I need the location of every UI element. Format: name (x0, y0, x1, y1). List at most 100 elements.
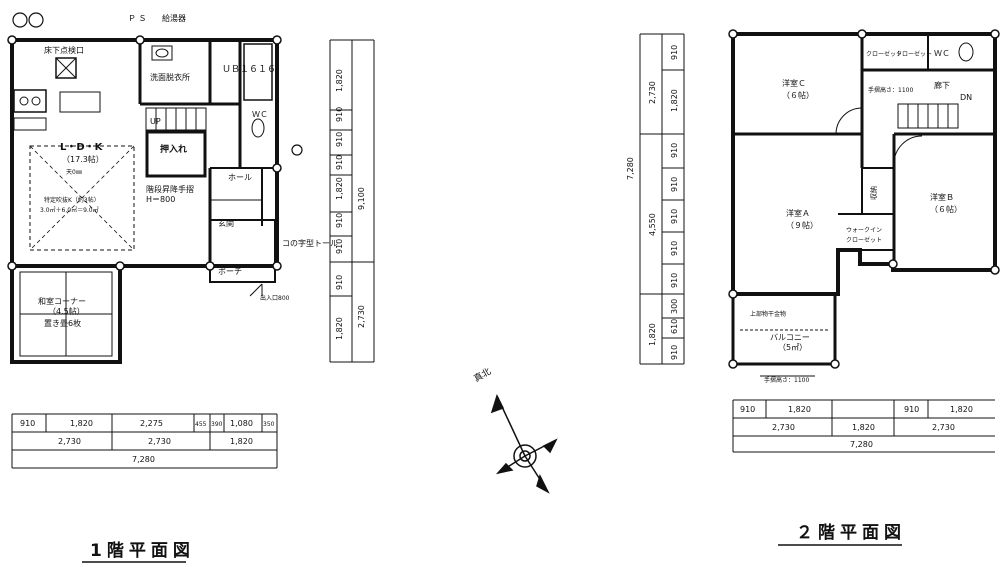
compass-rose (490, 394, 558, 494)
floor1-right-dim-9: 2,730 (357, 305, 366, 328)
floor2-title: ２階平面図 (796, 523, 906, 543)
floor2-left-dim-8: 610 (670, 319, 679, 334)
floor2-left-dim-3: 910 (670, 177, 679, 192)
floor2-toilet-icon (958, 42, 974, 62)
floor1-washitsu-note: 置き畳6枚 (44, 318, 81, 328)
floor2-left-dim-1: 1,820 (670, 89, 679, 112)
floor1-washitsu-label: 和室コーナー (38, 296, 86, 306)
floor2-wc-label: ＷＣ (934, 49, 950, 58)
floor1-right-dim-total: 9,100 (357, 187, 366, 210)
floor2-left-dim-12: 1,820 (648, 323, 657, 346)
floor2-balcony-wall (731, 292, 837, 366)
floor1-washroom-label: 洗面脱衣所 (150, 72, 190, 82)
floor1-columns (7, 35, 282, 271)
floor1-floor-hatch-label: 床下点検口 (44, 45, 84, 55)
floor1-right-dim-7: 910 (335, 275, 344, 290)
floor1-ps-label: Ｐ Ｓ (128, 14, 147, 23)
floor2-handrail-label: 手摺高さ：1100 (868, 86, 913, 94)
floor1-wc-label: ＷＣ (252, 110, 268, 119)
floor1-exit-label: 出入口800 (260, 294, 290, 302)
floor2-outer-wall (731, 32, 997, 296)
floor1-bottom-r2-2: 1,820 (230, 437, 253, 446)
floor1-bathtub (243, 43, 273, 101)
floor1-bottom-r1-0: 910 (20, 419, 35, 428)
floor1-bath-label: ＵＢ１６１６ (222, 65, 276, 75)
floor1-stove (13, 89, 47, 113)
floor2-left-dim-6: 910 (670, 273, 679, 288)
floor2-stairs (897, 103, 959, 129)
floor2-plan (728, 29, 1000, 377)
floor1-ldk-label: L・D・K (60, 142, 104, 153)
floor1-bottom-r1-1: 1,820 (70, 419, 93, 428)
floor1-bottom-r1-3: 455 (195, 421, 207, 428)
floor1-atrium-outline (29, 145, 135, 251)
floor1-stairs (145, 107, 207, 131)
floor1-right-dim-2: 910 (335, 132, 344, 147)
floor1-porch-label: ポーチ (218, 267, 242, 276)
floor1-right-dim-3: 910 (335, 155, 344, 170)
floor2-walkin2-label: クローゼット (846, 236, 882, 244)
floor2-bottom-r2-2: 2,730 (932, 423, 955, 432)
floor1-bottom-r1-5: 1,080 (230, 419, 253, 428)
floor2-western-a-size: （９帖） (786, 220, 818, 230)
floor1-closet-outline (145, 130, 207, 178)
floor2-left-dim-total: 7,280 (626, 157, 635, 180)
floor1-right-dim-1: 910 (335, 107, 344, 122)
water-heater-icon (12, 12, 28, 28)
floor2-bottom-r1-0: 910 (740, 405, 755, 414)
floor2-bottom-dim-labels: 910 1,820 910 1,820 2,730 1,820 2,730 7,… (740, 405, 973, 449)
floor1-handrail-height: H＝800 (146, 195, 175, 204)
floor2-bottom-r1-1: 1,820 (788, 405, 811, 414)
floor2-left-dim-10: 2,730 (648, 81, 657, 104)
floor1-hatch-icon (55, 57, 77, 79)
floor1-atrium-size: 3.0㎡＋6.0㎡＝9.0㎡ (40, 206, 99, 214)
floor1-bottom-r2-1: 2,730 (148, 437, 171, 446)
floor1-hall-label: ホール (228, 173, 252, 182)
floor1-tatami (19, 271, 113, 357)
floor1-right-dim-labels: 1,820 910 910 910 1,820 910 910 910 1,82… (335, 69, 366, 340)
floor2-western-b-label: 洋室Ｂ (930, 192, 954, 202)
floor1-closet-label: 押入れ (160, 143, 187, 155)
floor2-western-a-label: 洋室Ａ (786, 208, 810, 218)
floor1-right-dim-4: 1,820 (335, 177, 344, 200)
floor1-bottom-r1-6: 350 (263, 421, 275, 428)
floor2-walkin-label: ウォークイン (846, 226, 882, 234)
floor1-bottom-r2-0: 2,730 (58, 437, 81, 446)
floor1-ldk-ceiling: 天0㎜ (66, 169, 82, 176)
floor1-bottom-total: 7,280 (132, 455, 155, 464)
floor2-left-dim-9: 910 (670, 345, 679, 360)
floor1-bottom-r1-2: 2,275 (140, 419, 163, 428)
floor1-washitsu-wall (10, 264, 122, 364)
floor2-columns (728, 29, 1000, 369)
floor1-title: 1階平面図 (90, 541, 195, 561)
floor2-left-dim-7: 300 (670, 299, 679, 314)
floor2-bottom-total: 7,280 (850, 440, 873, 449)
floor2-western-c-label: 洋室Ｃ (782, 78, 806, 88)
floor2-rail-height-label: 手摺高さ：1100 (764, 376, 809, 384)
floor2-left-dim-4: 910 (670, 209, 679, 224)
floor1-bottom-dims (11, 413, 278, 469)
floor2-bottom-r2-1: 1,820 (852, 423, 875, 432)
floor2-labels: 洋室Ｃ （６帖） 洋室Ａ （９帖） 洋室Ｂ （６帖） 廊下 ＷＣ DN 手摺高さ… (750, 49, 972, 384)
floor2-closet1-label: クローゼット (866, 50, 902, 58)
floor1-right-dim-5: 910 (335, 213, 344, 228)
floor2-dryer-label: 上部物干金物 (750, 310, 786, 318)
floor1-entrance-label: 玄関 (218, 218, 234, 228)
floor1-plan (7, 12, 303, 364)
compass-north-label: 真北 (472, 365, 494, 384)
floor1-toilet-icon (251, 118, 265, 138)
floor2-hallway-label: 廊下 (934, 80, 950, 90)
floor2-bottom-dims (732, 399, 995, 453)
floor2-bottom-r2-0: 2,730 (772, 423, 795, 432)
floor1-handrail-label: 階段昇降手摺 (146, 184, 194, 194)
floor1-ldk-size: （17.3帖） (62, 154, 104, 164)
floor2-balcony-size: （5㎡） (778, 343, 807, 352)
floor1-right-dim-8: 1,820 (335, 317, 344, 340)
floor2-bottom-r1-2: 910 (904, 405, 919, 414)
floor1-right-dim-6: 910 (335, 239, 344, 254)
floor1-bottom-dim-labels: 910 1,820 2,275 455 390 1,080 350 2,730 … (20, 419, 275, 464)
floor1-right-dims (329, 39, 375, 363)
floor1-heater-label: 給湯器 (162, 13, 186, 23)
floor2-left-dim-labels: 910 1,820 910 910 910 910 910 300 610 91… (626, 45, 679, 360)
